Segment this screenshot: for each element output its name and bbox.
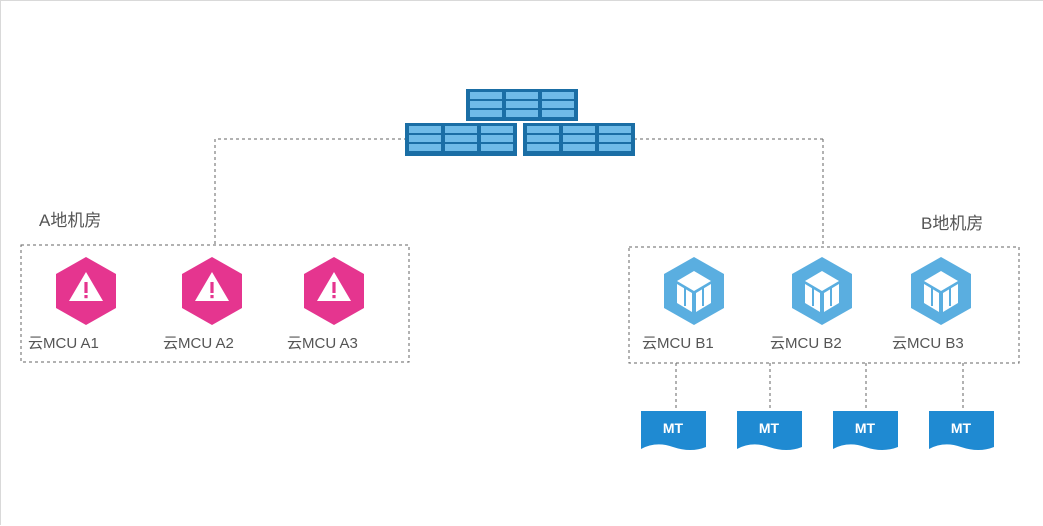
node-a3-label: 云MCU A3 xyxy=(287,335,358,352)
terminal-mt-4[interactable]: MT xyxy=(929,411,994,450)
server-cluster-icon[interactable] xyxy=(405,89,635,156)
document-shape-icon xyxy=(929,411,994,450)
node-b3[interactable] xyxy=(911,257,971,325)
terminal-mt-1[interactable]: MT xyxy=(641,411,706,450)
node-a3[interactable] xyxy=(304,257,364,325)
server-top xyxy=(466,89,578,121)
room-a-label: A地机房 xyxy=(39,211,101,230)
node-b2-label: 云MCU B2 xyxy=(770,335,842,352)
node-b2[interactable] xyxy=(792,257,852,325)
connection-lines xyxy=(214,138,964,411)
room-b-frame xyxy=(628,246,1020,364)
document-shape-icon xyxy=(641,411,706,450)
terminal-mt-4-label: MT xyxy=(951,420,972,436)
room-a: A地机房 xyxy=(20,211,410,363)
server-right xyxy=(523,123,635,156)
warning-hexagon-icon xyxy=(56,257,116,325)
room-b-label: B地机房 xyxy=(921,214,983,233)
document-shape-icon xyxy=(833,411,898,450)
warning-hexagon-icon xyxy=(304,257,364,325)
cube-hexagon-icon xyxy=(911,257,971,325)
node-a2-label: 云MCU A2 xyxy=(163,335,234,352)
node-a1[interactable] xyxy=(56,257,116,325)
document-shape-icon xyxy=(737,411,802,450)
terminal-mt-2[interactable]: MT xyxy=(737,411,802,450)
node-b3-label: 云MCU B3 xyxy=(892,335,964,352)
terminal-mt-2-label: MT xyxy=(759,420,780,436)
node-b1[interactable] xyxy=(664,257,724,325)
node-a2[interactable] xyxy=(182,257,242,325)
room-b: B地机房 xyxy=(628,214,1020,364)
room-a-frame xyxy=(20,244,410,363)
warning-hexagon-icon xyxy=(182,257,242,325)
cube-hexagon-icon xyxy=(792,257,852,325)
terminal-mt-1-label: MT xyxy=(663,420,684,436)
node-b1-label: 云MCU B1 xyxy=(642,335,714,352)
terminal-mt-3-label: MT xyxy=(855,420,876,436)
node-a1-label: 云MCU A1 xyxy=(28,335,99,352)
terminal-mt-3[interactable]: MT xyxy=(833,411,898,450)
cube-hexagon-icon xyxy=(664,257,724,325)
server-left xyxy=(405,123,517,156)
